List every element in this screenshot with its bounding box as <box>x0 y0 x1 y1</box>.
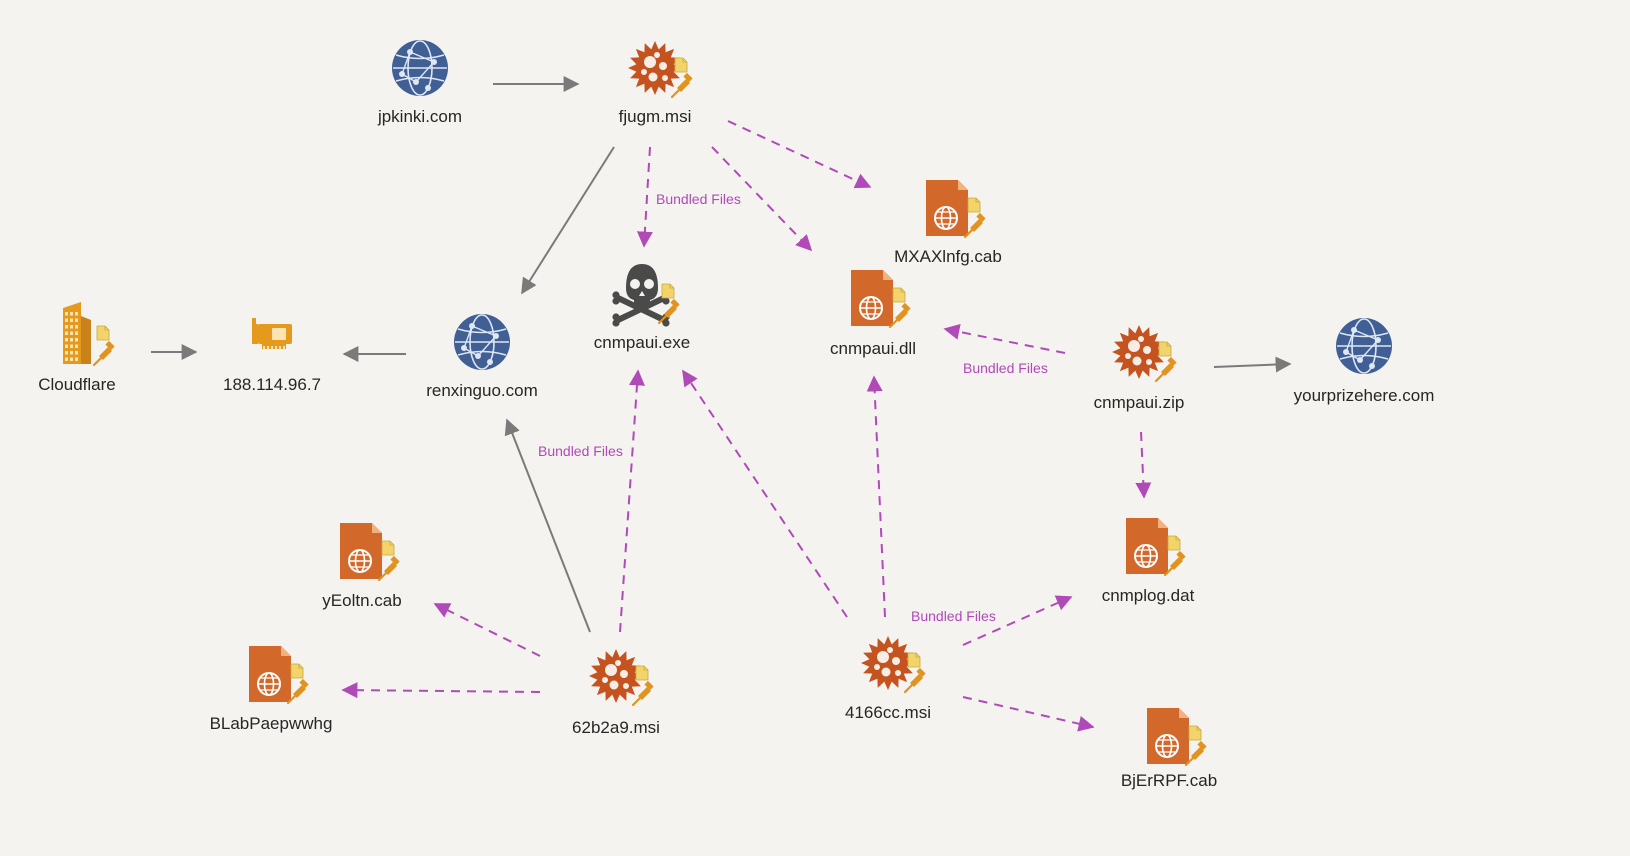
edge-cnmpaui_zip-to-cnmplog[interactable] <box>1135 431 1152 499</box>
node-mxax[interactable]: MXAXlnfg.cab <box>894 180 1002 266</box>
node-cnmpaui-zip[interactable]: cnmpaui.zip <box>1094 325 1185 412</box>
node-fjugm[interactable]: fjugm.msi <box>619 41 693 126</box>
edge-fjugm-to-cnmpaui_exe[interactable] <box>636 146 653 248</box>
node-label: BjErRPF.cab <box>1121 771 1217 790</box>
edge-cnmpaui_zip-to-yourprize[interactable] <box>1213 356 1292 373</box>
note-badge-icon <box>892 287 906 303</box>
node-label: cnmpaui.dll <box>830 339 916 358</box>
node-label: yEoltn.cab <box>322 591 401 610</box>
web-file-icon <box>340 523 400 582</box>
node-renxinguo[interactable]: renxinguo.com <box>426 314 538 400</box>
edge-label: Bundled Files <box>656 191 741 207</box>
node-label: renxinguo.com <box>426 381 538 400</box>
node-blab[interactable]: BLabPaepwwhg <box>210 646 333 733</box>
pin-icon <box>92 340 115 367</box>
node-label: cnmplog.dat <box>1102 586 1195 605</box>
web-file-icon <box>851 270 911 329</box>
note-badge-icon <box>674 57 688 73</box>
malware-icon <box>628 41 693 99</box>
node-label: Cloudflare <box>38 375 116 394</box>
node-label: jpkinki.com <box>377 107 462 126</box>
edge-m62b2a9-to-cnmpaui_exe[interactable] <box>619 369 645 633</box>
note-badge-icon <box>661 283 675 299</box>
node-m62b2a9[interactable]: 62b2a9.msi <box>572 649 660 737</box>
node-label: cnmpaui.zip <box>1094 393 1185 412</box>
edge-fjugm-to-mxax[interactable] <box>727 120 872 189</box>
note-badge-icon <box>967 197 981 213</box>
edge-m4166cc-to-cnmplog[interactable] <box>962 595 1073 646</box>
globe-icon <box>392 40 448 96</box>
node-label: 4166cc.msi <box>845 703 931 722</box>
note-badge-icon <box>1158 341 1172 357</box>
web-file-icon <box>1147 708 1207 767</box>
edge-m4166cc-to-cnmpaui_dll[interactable] <box>866 375 886 618</box>
edge-label: Bundled Files <box>911 608 996 624</box>
pin-icon <box>1184 740 1207 767</box>
edge-label: Bundled Files <box>538 443 623 459</box>
building-icon <box>63 302 115 367</box>
edge-m62b2a9-to-yeoltn[interactable] <box>433 603 541 657</box>
note-badge-icon <box>1188 725 1202 741</box>
node-label: BLabPaepwwhg <box>210 714 333 733</box>
globe-icon <box>454 314 510 370</box>
node-label: fjugm.msi <box>619 107 692 126</box>
pin-icon <box>963 212 986 239</box>
node-m4166cc[interactable]: 4166cc.msi <box>845 636 931 722</box>
edge-m62b2a9-to-blab[interactable] <box>341 682 541 699</box>
pin-icon <box>903 667 926 694</box>
node-jpkinki[interactable]: jpkinki.com <box>377 40 462 126</box>
note-badge-icon <box>1167 535 1181 551</box>
node-label: MXAXlnfg.cab <box>894 247 1002 266</box>
node-ip[interactable]: 188.114.96.7 <box>223 318 321 394</box>
pin-icon <box>670 72 693 99</box>
edges-layer <box>151 76 1292 732</box>
edge-fjugm-to-cnmpaui_dll[interactable] <box>711 146 813 252</box>
node-label: cnmpaui.exe <box>594 333 690 352</box>
edge-m4166cc-to-bjerrpf[interactable] <box>962 696 1095 732</box>
pin-icon <box>631 680 654 707</box>
pin-icon <box>1163 550 1186 577</box>
web-file-icon <box>249 646 309 705</box>
pin-icon <box>1154 356 1177 383</box>
note-badge-icon <box>381 540 395 556</box>
pin-icon <box>888 302 911 329</box>
pin-icon <box>377 555 400 582</box>
edge-label: Bundled Files <box>963 360 1048 376</box>
note-badge-icon <box>290 663 304 679</box>
pin-icon <box>657 298 680 325</box>
node-label: yourprizehere.com <box>1294 386 1435 405</box>
web-file-icon <box>1126 518 1186 577</box>
node-cnmpaui-exe[interactable]: cnmpaui.exe <box>594 264 690 352</box>
note-badge-icon <box>635 665 649 681</box>
edge-fjugm-to-renxinguo[interactable] <box>521 146 615 295</box>
network-card-icon <box>252 318 292 349</box>
malware-icon <box>589 649 654 707</box>
edge-m4166cc-to-cnmpaui_exe[interactable] <box>682 369 848 618</box>
edge-m62b2a9-to-renxinguo[interactable] <box>504 418 591 633</box>
node-cnmplog[interactable]: cnmplog.dat <box>1102 518 1195 605</box>
node-label: 188.114.96.7 <box>223 375 321 394</box>
pin-icon <box>286 678 309 705</box>
node-cloudflare[interactable]: Cloudflare <box>38 302 116 394</box>
node-yourprize[interactable]: yourprizehere.com <box>1294 318 1435 405</box>
note-badge-icon <box>96 325 110 341</box>
note-badge-icon <box>907 652 921 668</box>
node-label: 62b2a9.msi <box>572 718 660 737</box>
web-file-icon <box>926 180 986 239</box>
node-cnmpaui-dll[interactable]: cnmpaui.dll <box>830 270 916 358</box>
node-yeoltn[interactable]: yEoltn.cab <box>322 523 402 610</box>
malware-icon <box>1112 325 1177 383</box>
malware-icon <box>861 636 926 694</box>
node-bjerrpf[interactable]: BjErRPF.cab <box>1121 708 1217 790</box>
edge-cnmpaui_zip-to-cnmpaui_dll[interactable] <box>943 323 1066 354</box>
globe-icon <box>1336 318 1392 374</box>
skull-icon <box>612 264 680 327</box>
